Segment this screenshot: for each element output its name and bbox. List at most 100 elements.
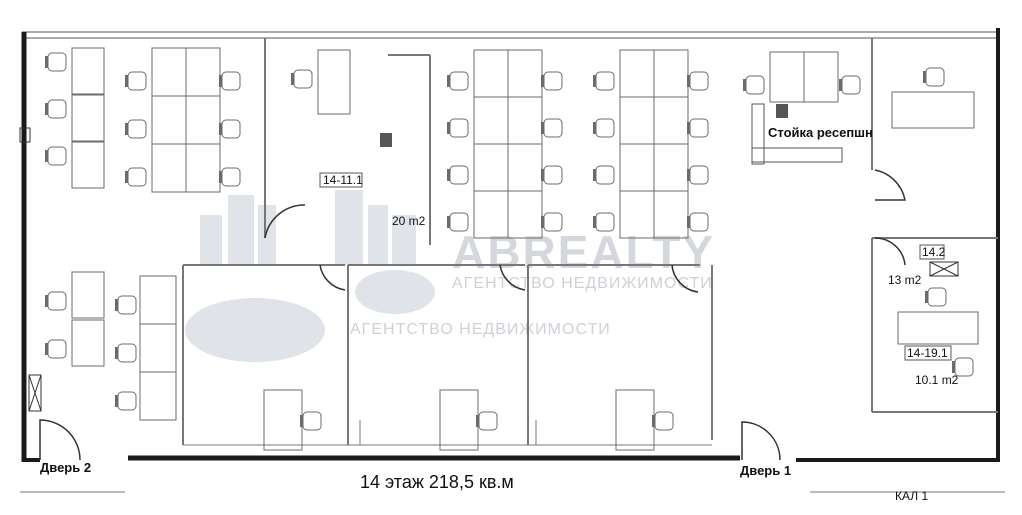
door-1-swing bbox=[741, 421, 781, 461]
desk bbox=[151, 143, 187, 193]
chair bbox=[47, 52, 67, 72]
chair bbox=[543, 165, 563, 185]
chair-back bbox=[687, 169, 690, 181]
desk bbox=[263, 389, 303, 451]
room-door-swing-1 bbox=[264, 204, 306, 239]
desk bbox=[507, 96, 543, 145]
chair-back bbox=[593, 169, 596, 181]
chair bbox=[47, 146, 67, 166]
desk bbox=[71, 141, 105, 189]
room-14-2-area: 13 m2 bbox=[888, 273, 922, 287]
office-door-swing bbox=[874, 169, 906, 201]
desk bbox=[473, 143, 509, 192]
chair-back bbox=[219, 171, 222, 183]
chair-back bbox=[541, 216, 544, 228]
chair-back bbox=[839, 79, 842, 91]
chair bbox=[127, 71, 147, 91]
desk bbox=[653, 96, 689, 145]
chair bbox=[841, 75, 861, 95]
desk bbox=[891, 91, 975, 129]
reception-label: Стойка ресепшн bbox=[768, 125, 873, 140]
chair-back bbox=[447, 169, 450, 181]
desk bbox=[653, 49, 689, 98]
chair-back bbox=[476, 415, 479, 427]
chair bbox=[47, 339, 67, 359]
desk bbox=[507, 190, 543, 239]
chair-back bbox=[687, 75, 690, 87]
desk bbox=[71, 319, 105, 367]
chair-back bbox=[652, 415, 655, 427]
desk bbox=[619, 96, 655, 145]
chair-back bbox=[45, 343, 48, 355]
chair-back bbox=[541, 75, 544, 87]
chair-back bbox=[300, 415, 303, 427]
door-2-swing bbox=[39, 419, 81, 461]
desk bbox=[185, 95, 221, 145]
chair-back bbox=[291, 73, 294, 85]
room-14-11-tag bbox=[319, 172, 363, 188]
desk bbox=[151, 95, 187, 145]
chair-back bbox=[115, 347, 118, 359]
chair-back bbox=[125, 75, 128, 87]
chair-back bbox=[687, 122, 690, 134]
desk bbox=[769, 51, 805, 103]
agency-watermark: ABREALTY АГЕНТСТВО НЕДВИЖИМОСТИ АГЕНТСТВ… bbox=[185, 190, 715, 362]
chair bbox=[745, 75, 765, 95]
chair-back bbox=[925, 291, 928, 303]
desk bbox=[615, 389, 655, 451]
chair bbox=[117, 295, 137, 315]
furniture bbox=[45, 47, 979, 451]
chair-back bbox=[447, 122, 450, 134]
desk bbox=[317, 49, 351, 115]
room-14-11-area: 20 m2 bbox=[392, 214, 426, 228]
column-marker bbox=[776, 104, 788, 118]
chair bbox=[595, 71, 615, 91]
room-14-19-area: 10.1 m2 bbox=[915, 373, 959, 387]
desk bbox=[653, 190, 689, 239]
chair bbox=[47, 99, 67, 119]
room-door-swing-3 bbox=[499, 264, 526, 291]
desk bbox=[71, 271, 105, 319]
chair-back bbox=[447, 216, 450, 228]
room-14-11-code: 14-11.1 bbox=[323, 173, 363, 187]
room-14-2-door-swing bbox=[874, 237, 906, 266]
desk bbox=[71, 47, 105, 95]
watermark-tagline: АГЕНТСТВО НЕДВИЖИМОСТИ bbox=[350, 321, 611, 338]
chair-back bbox=[219, 123, 222, 135]
desk bbox=[439, 389, 479, 451]
chair-back bbox=[952, 361, 955, 373]
chair bbox=[925, 67, 945, 87]
chair bbox=[689, 118, 709, 138]
room-door-swing-2 bbox=[319, 264, 346, 291]
chair bbox=[117, 391, 137, 411]
watermark-tagline-top: АГЕНТСТВО НЕДВИЖИМОСТИ bbox=[452, 275, 713, 292]
desk bbox=[619, 143, 655, 192]
chair bbox=[221, 167, 241, 187]
crossed-box bbox=[929, 261, 959, 277]
chair bbox=[689, 165, 709, 185]
chair bbox=[595, 165, 615, 185]
desk bbox=[897, 311, 979, 345]
left-window bbox=[28, 374, 42, 412]
chair-back bbox=[115, 395, 118, 407]
room-door-swing-4 bbox=[671, 264, 699, 293]
watermark-city-logo bbox=[185, 190, 435, 362]
chair bbox=[543, 118, 563, 138]
chair-back bbox=[743, 79, 746, 91]
chair bbox=[127, 119, 147, 139]
desk bbox=[185, 47, 221, 97]
chair bbox=[302, 411, 322, 431]
chair bbox=[221, 71, 241, 91]
chair bbox=[47, 291, 67, 311]
desk bbox=[139, 275, 177, 325]
walls bbox=[20, 28, 1005, 493]
chair bbox=[595, 118, 615, 138]
chair-back bbox=[687, 216, 690, 228]
desk bbox=[507, 143, 543, 192]
watermark-brand: ABREALTY bbox=[452, 226, 715, 278]
desk bbox=[507, 49, 543, 98]
chair-back bbox=[125, 171, 128, 183]
column-marker bbox=[380, 133, 392, 147]
chair-back bbox=[593, 75, 596, 87]
desk bbox=[653, 143, 689, 192]
